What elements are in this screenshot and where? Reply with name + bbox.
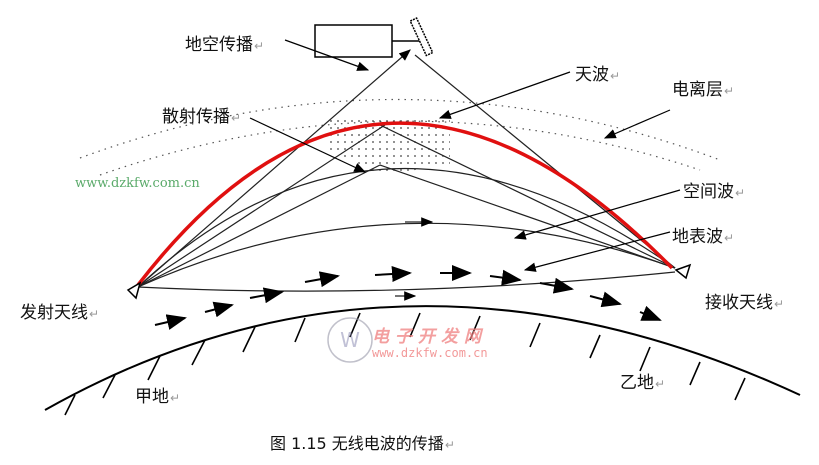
- label-sky-wave: 天波↵: [575, 65, 621, 85]
- label-text: 空间波: [683, 182, 734, 202]
- label-place-b: 乙地↵: [620, 373, 666, 393]
- satellite-box: [314, 24, 393, 58]
- label-tx-antenna: 发射天线↵: [20, 303, 100, 323]
- caption-text: 图 1.15 无线电波的传播: [270, 434, 444, 453]
- earth-surface: [44, 305, 801, 411]
- scatter-region: [330, 115, 450, 175]
- tx-antenna-icon: [126, 281, 142, 300]
- reflector-icon: [409, 17, 434, 57]
- figure-caption: 图 1.15 无线电波的传播↵: [270, 434, 455, 453]
- watermark-logo: W: [327, 317, 373, 363]
- label-place-a: 甲地↵: [135, 387, 181, 407]
- label-space-wave: 空间波↵: [683, 182, 746, 202]
- label-text: 乙地: [620, 373, 654, 393]
- rx-antenna-icon: [674, 263, 692, 280]
- label-text: 散射传播: [162, 107, 230, 127]
- label-ground-wave: 地表波↵: [672, 227, 735, 247]
- label-text: 接收天线: [705, 293, 773, 313]
- label-text: 天波: [575, 65, 609, 85]
- label-text: 甲地: [135, 387, 169, 407]
- label-text: 发射天线: [20, 303, 88, 323]
- ground-wave-arrows: [154, 265, 662, 330]
- watermark-site-name: 电子开发网: [372, 327, 487, 347]
- label-text: 电离层: [672, 80, 723, 100]
- sky-wave-path: [136, 121, 674, 287]
- ground-hatching: [64, 312, 746, 416]
- label-ionosphere: 电离层↵: [672, 80, 735, 100]
- watermark-url-green: www.dzkfw.com.cn: [75, 176, 200, 191]
- label-ground-space: 地空传播↵: [185, 35, 265, 55]
- propagation-rays: [137, 49, 676, 301]
- label-rx-antenna: 接收天线↵: [705, 293, 785, 313]
- svg-text:W: W: [340, 328, 360, 352]
- watermark-url-pink: www.dzkfw.com.cn: [372, 346, 488, 360]
- label-text: 地表波: [672, 227, 723, 247]
- label-scatter: 散射传播↵: [162, 107, 242, 127]
- label-text: 地空传播: [185, 35, 253, 55]
